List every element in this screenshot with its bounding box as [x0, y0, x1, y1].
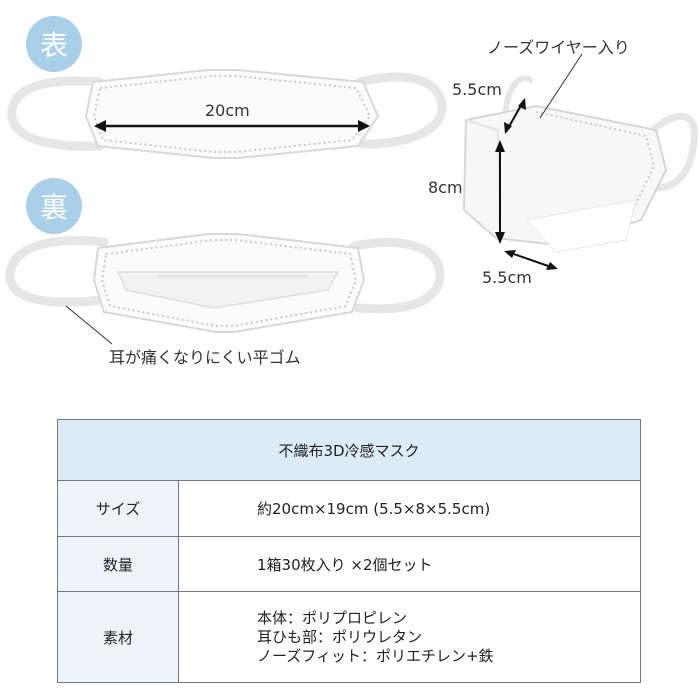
size-value: 約20cm×19cm (5.5×8×5.5cm): [178, 480, 641, 537]
quantity-value: 1箱30枚入り ×2個セット: [178, 536, 641, 592]
spec-table: 不織布3D冷感マスク サイズ 約20cm×19cm (5.5×8×5.5cm) …: [57, 419, 641, 683]
ear-loop-label: 耳が痛くなりにくい平ゴム: [109, 348, 301, 367]
table-row: サイズ 約20cm×19cm (5.5×8×5.5cm): [57, 480, 641, 537]
quantity-header: 数量: [57, 536, 179, 592]
material-values: 本体：ポリプロピレン 耳ひも部：ポリウレタン ノーズフィット：ポリエチレン+鉄: [178, 591, 641, 683]
side-mask-image: [462, 53, 698, 270]
table-row: 数量 1箱30枚入り ×2個セット: [57, 536, 641, 592]
material-line-ear-loop: 耳ひも部：ポリウレタン: [257, 627, 423, 646]
material-line-body: 本体：ポリプロピレン: [257, 608, 408, 627]
table-row: 素材 本体：ポリプロピレン 耳ひも部：ポリウレタン ノーズフィット：ポリエチレン…: [57, 591, 641, 683]
back-badge: 裏: [26, 178, 82, 234]
width-label: 20cm: [205, 101, 250, 120]
top-depth-label: 5.5cm: [452, 80, 502, 99]
material-line-nose-fit: ノーズフィット：ポリエチレン+鉄: [257, 646, 494, 665]
bottom-depth-label: 5.5cm: [482, 268, 532, 287]
front-badge: 表: [26, 16, 82, 72]
height-label: 8cm: [428, 178, 463, 197]
spec-table-title: 不織布3D冷感マスク: [57, 419, 641, 481]
back-mask-image: [5, 233, 445, 345]
size-header: サイズ: [57, 480, 179, 537]
material-header: 素材: [57, 591, 179, 683]
front-mask-image: [7, 69, 447, 159]
nose-wire-label: ノーズワイヤー入り: [487, 38, 630, 57]
